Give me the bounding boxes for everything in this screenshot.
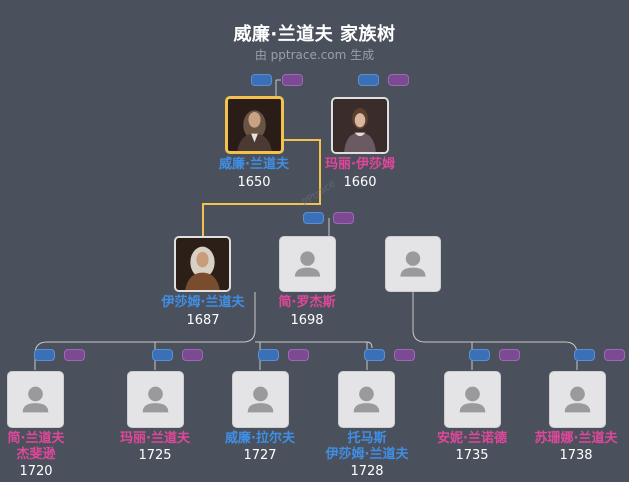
tag-pill-blue[interactable] [258,349,279,361]
person-name-isham: 伊莎姆·兰道夫 [161,295,245,310]
person-year-mary: 1660 [343,175,377,190]
tag-pill-blue[interactable] [358,74,379,86]
person-year-anne: 1735 [455,448,489,463]
tag-pill-purple[interactable] [333,212,354,224]
person-card-mary-randolph[interactable] [127,371,184,428]
person-placeholder-icon [294,251,321,277]
person-placeholder-icon [564,386,591,413]
tag-pill-blue[interactable] [303,212,324,224]
person-placeholder-icon [400,251,426,277]
person-name-jane-line2: 杰斐逊 [16,447,56,462]
person-card-susanna[interactable] [549,371,606,428]
portrait-photo [176,238,229,290]
person-placeholder-icon [22,386,49,413]
person-year-william: 1650 [237,175,271,190]
person-card-unknown-spouse[interactable] [385,236,441,292]
tag-pill-purple[interactable] [64,349,85,361]
lineage-highlight-line [202,139,321,236]
person-year-isham: 1687 [186,313,220,328]
person-card-thomas-isham[interactable] [338,371,395,428]
person-name-mary: 玛丽·伊莎姆 [325,157,395,172]
person-year-susanna: 1738 [559,448,593,463]
tag-pill-purple[interactable] [604,349,625,361]
tag-pill-blue[interactable] [34,349,55,361]
person-card-anne[interactable] [444,371,501,428]
person-year-thomas: 1728 [350,464,384,479]
page-title: 威廉·兰道夫 家族树 [233,24,396,45]
person-placeholder-icon [247,386,274,413]
person-card-jane-rogers[interactable] [279,236,336,292]
tag-pill-purple[interactable] [288,349,309,361]
tag-pill-purple[interactable] [282,74,303,86]
tag-pill-purple[interactable] [394,349,415,361]
person-name-anne: 安妮·兰诺德 [437,431,507,446]
person-name-jane-rogers: 简·罗杰斯 [278,295,336,310]
person-name-thomas-line2: 伊莎姆·兰道夫 [325,447,409,462]
tag-pill-blue[interactable] [152,349,173,361]
person-name-jane-line1: 简·兰道夫 [7,431,65,446]
person-card-mary-isham[interactable] [331,97,389,154]
portrait-photo [333,99,387,152]
tag-pill-blue[interactable] [251,74,272,86]
person-name-william: 威廉·兰道夫 [219,157,289,172]
portrait-photo [228,99,281,151]
person-card-william-ralph[interactable] [232,371,289,428]
person-placeholder-icon [353,386,380,413]
person-year-jane: 1720 [19,464,53,479]
person-name-mary2: 玛丽·兰道夫 [120,431,190,446]
person-card-jane-randolph[interactable] [7,371,64,428]
person-year-william2: 1727 [243,448,277,463]
tag-pill-blue[interactable] [364,349,385,361]
person-name-susanna: 苏珊娜·兰道夫 [534,431,618,446]
tag-pill-purple[interactable] [499,349,520,361]
person-year-jane-rogers: 1698 [290,313,324,328]
tag-pill-blue[interactable] [469,349,490,361]
tag-pill-purple[interactable] [182,349,203,361]
person-card-isham-randolph[interactable] [174,236,231,292]
tag-pill-purple[interactable] [388,74,409,86]
person-placeholder-icon [459,386,486,413]
person-card-william-randolph[interactable] [225,96,284,154]
tag-pill-blue[interactable] [574,349,595,361]
person-name-thomas-line1: 托马斯 [347,431,387,446]
person-placeholder-icon [142,386,169,413]
person-name-william2: 威廉·拉尔夫 [225,431,295,446]
page-subtitle: 由 pptrace.com 生成 [254,48,375,62]
person-year-mary2: 1725 [138,448,172,463]
